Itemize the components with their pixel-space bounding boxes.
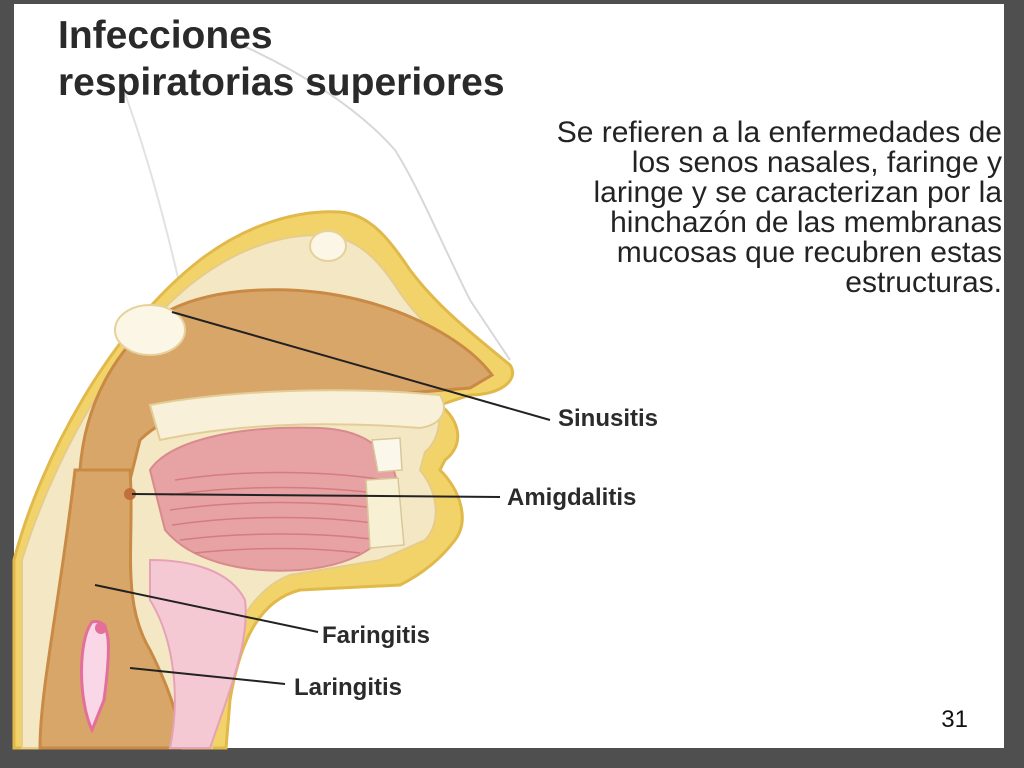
slide-frame-right [1004,0,1024,768]
larynx [149,558,247,749]
frontal-sinus [309,230,347,262]
slide-frame-left [0,0,14,768]
leader-line-sinusitis [171,311,551,421]
tongue [148,426,400,572]
lower-teeth [365,477,405,549]
tongue-muscle-striations [169,471,393,554]
palate [148,389,445,442]
vocal-fold-marker [95,622,107,634]
sphenoid-sinus [114,304,186,356]
leader-line-laringitis [129,667,286,685]
leader-line-faringitis [94,584,319,633]
slide-frame-top [0,0,1024,4]
label-faringitis: Faringitis [322,622,431,649]
label-amigdalitis: Amigdalitis [507,484,637,511]
tonsil-marker [124,488,136,500]
page-number: 31 [941,706,968,733]
label-sinusitis: Sinusitis [558,405,659,432]
slide-title-line-2: respiratorias superiores [58,61,505,104]
slide-title: Infecciones respiratorias superiores [58,12,505,106]
slide-frame-bottom [0,748,1024,768]
face-silhouette-outline [229,39,511,361]
slide-title-line-1: Infecciones [58,14,273,57]
upper-teeth [371,437,403,473]
leader-line-amigdalitis [131,493,501,498]
label-laringitis: Laringitis [294,674,403,701]
slide-description: Se refieren a la enfermedades de los sen… [556,116,1002,299]
